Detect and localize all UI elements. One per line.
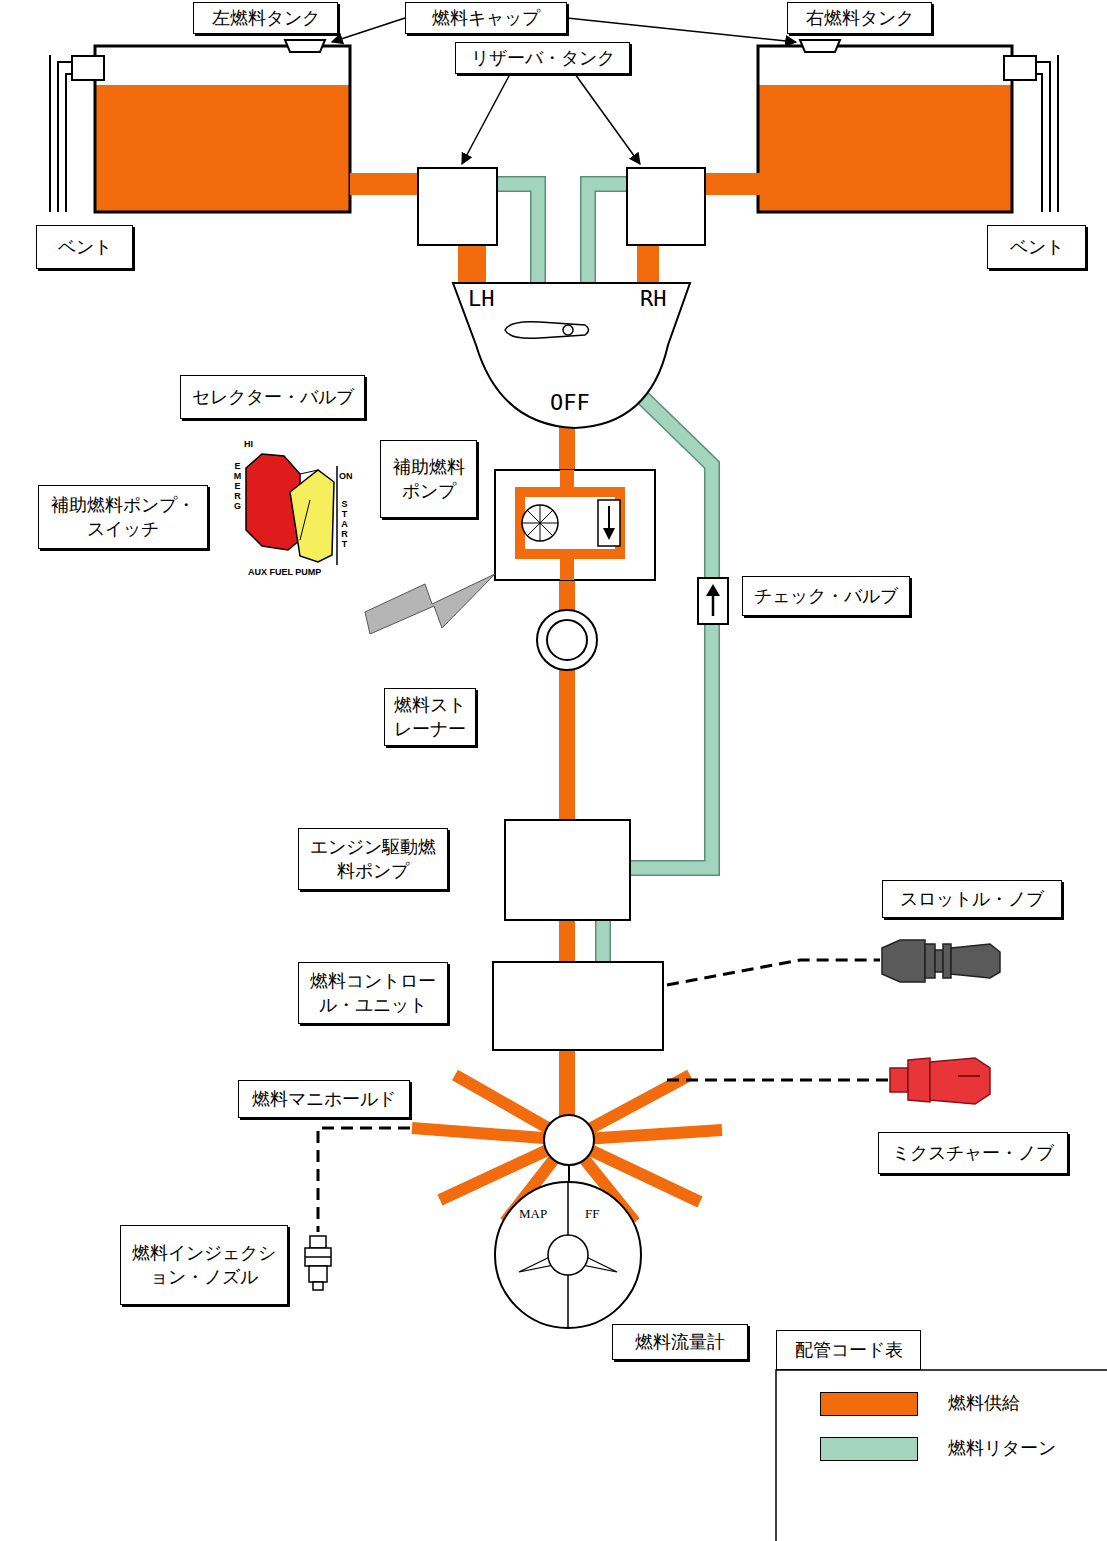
right-tank xyxy=(758,40,1058,212)
label-stack: 燃料コントロール・ユニット xyxy=(303,969,443,1018)
label-stack: 補助燃料ポンプ xyxy=(385,455,472,504)
label-stack: 燃料マニホールド xyxy=(252,1087,396,1111)
gauge-hub xyxy=(548,1235,588,1275)
label-stack: 補助燃料ポンプ・スイッチ xyxy=(43,493,203,542)
label-stack: ベント xyxy=(58,235,112,259)
legend-swatch xyxy=(820,1437,918,1461)
label-stack: スロットル・ノブ xyxy=(900,887,1044,911)
leader-arrows xyxy=(332,18,796,164)
label-text: 燃料キャップ xyxy=(432,6,540,30)
label-text: 燃料ストレーナー xyxy=(389,693,471,742)
label-box: セレクター・バルブ xyxy=(180,375,365,419)
label-text: 右燃料タンク xyxy=(806,6,914,30)
valve-pivot xyxy=(563,325,573,335)
selector-valve: LH RH OFF xyxy=(450,280,692,430)
reservoir-tank xyxy=(418,168,497,245)
valve-handle xyxy=(505,322,589,339)
label-box: 左燃料タンク xyxy=(193,2,338,34)
label-box: 燃料マニホールド xyxy=(238,1080,410,1118)
legend-text: 燃料供給 xyxy=(948,1391,1020,1415)
label-box: 燃料流量計 xyxy=(612,1324,748,1360)
switch-label: START xyxy=(340,500,349,549)
injection-nozzle xyxy=(305,1236,331,1290)
label-box: ベント xyxy=(987,225,1086,269)
reservoir-tank xyxy=(627,168,705,245)
supply-pipes xyxy=(350,184,760,1222)
label-stack: 燃料ストレーナー xyxy=(389,693,471,742)
electric-link xyxy=(365,574,495,634)
label-box: 燃料キャップ xyxy=(405,2,567,34)
label-text: 補助燃料ポンプ xyxy=(385,455,472,504)
aux-fuel-pump xyxy=(495,470,655,580)
label-box: 右燃料タンク xyxy=(787,2,932,34)
label-box: 燃料ストレーナー xyxy=(384,688,476,746)
switch-label: EMERG xyxy=(233,462,242,511)
label-box: エンジン駆動燃料ポンプ xyxy=(298,828,448,890)
label-text: 燃料流量計 xyxy=(635,1330,725,1354)
switch-label: HI xyxy=(244,440,253,450)
dial-text: LH xyxy=(468,286,495,311)
label-stack: 燃料キャップ xyxy=(432,6,540,30)
left-tank xyxy=(50,40,350,212)
label-text: セレクター・バルブ xyxy=(192,385,354,409)
label-text: リザーバ・タンク xyxy=(471,46,615,70)
label-box: リザーバ・タンク xyxy=(455,42,630,74)
legend-title: 配管コード表 xyxy=(776,1330,921,1370)
label-text: 燃料インジェクション・ノズル xyxy=(125,1241,283,1290)
valve-body xyxy=(453,283,690,428)
dial-text: OFF xyxy=(550,390,590,415)
fuel-flow-gauge-outline xyxy=(493,1180,643,1330)
label-text: ベント xyxy=(1010,235,1064,259)
label-text: 燃料コントロール・ユニット xyxy=(303,969,443,1018)
label-box: 補助燃料ポンプ xyxy=(380,440,477,518)
label-text: 補助燃料ポンプ・スイッチ xyxy=(43,493,203,542)
label-stack: セレクター・バルブ xyxy=(192,385,354,409)
label-stack: ベント xyxy=(1010,235,1064,259)
label-text: チェック・バルブ xyxy=(754,584,898,608)
label-stack: 燃料流量計 xyxy=(635,1330,725,1354)
label-box: チェック・バルブ xyxy=(742,576,910,616)
label-stack: 左燃料タンク xyxy=(212,6,320,30)
legend-swatch xyxy=(820,1392,918,1416)
label-box: スロットル・ノブ xyxy=(882,880,1062,918)
label-stack: 右燃料タンク xyxy=(806,6,914,30)
aux-pump-switch xyxy=(246,454,337,565)
label-stack: エンジン駆動燃料ポンプ xyxy=(303,835,443,884)
fuel-strainer xyxy=(537,610,597,670)
label-text: ミクスチャー・ノブ xyxy=(892,1141,1054,1165)
dial-text: RH xyxy=(640,286,667,311)
fuel-manifold xyxy=(544,1115,594,1165)
legend-frame xyxy=(776,1370,1107,1541)
label-stack: チェック・バルブ xyxy=(754,584,898,608)
label-text: エンジン駆動燃料ポンプ xyxy=(303,835,443,884)
label-box: 燃料インジェクション・ノズル xyxy=(120,1225,288,1305)
label-text: ベント xyxy=(58,235,112,259)
label-box: 燃料コントロール・ユニット xyxy=(298,962,448,1024)
label-box: ミクスチャー・ノブ xyxy=(878,1132,1068,1174)
fuel-flow-gauge: MAP FF xyxy=(493,1180,643,1330)
label-text: 燃料マニホールド xyxy=(252,1087,396,1111)
check-valve xyxy=(698,578,728,624)
dial-text: MAP xyxy=(519,1206,547,1222)
dial-text: FF xyxy=(585,1206,599,1222)
label-text: スロットル・ノブ xyxy=(900,887,1044,911)
mixture-knob xyxy=(890,1058,990,1104)
label-box: ベント xyxy=(36,225,133,269)
switch-label: ON xyxy=(339,472,353,482)
label-stack: ミクスチャー・ノブ xyxy=(892,1141,1054,1165)
engine-driven-pump xyxy=(505,820,630,920)
label-box: 補助燃料ポンプ・スイッチ xyxy=(38,485,208,549)
legend-text: 燃料リターン xyxy=(948,1436,1056,1460)
label-stack: 燃料インジェクション・ノズル xyxy=(125,1241,283,1290)
gauge-face xyxy=(495,1182,641,1328)
fuel-control-unit xyxy=(493,962,663,1050)
label-stack: リザーバ・タンク xyxy=(471,46,615,70)
throttle-knob xyxy=(882,940,1000,982)
switch-label: AUX FUEL PUMP xyxy=(248,568,321,578)
label-text: 左燃料タンク xyxy=(212,6,320,30)
